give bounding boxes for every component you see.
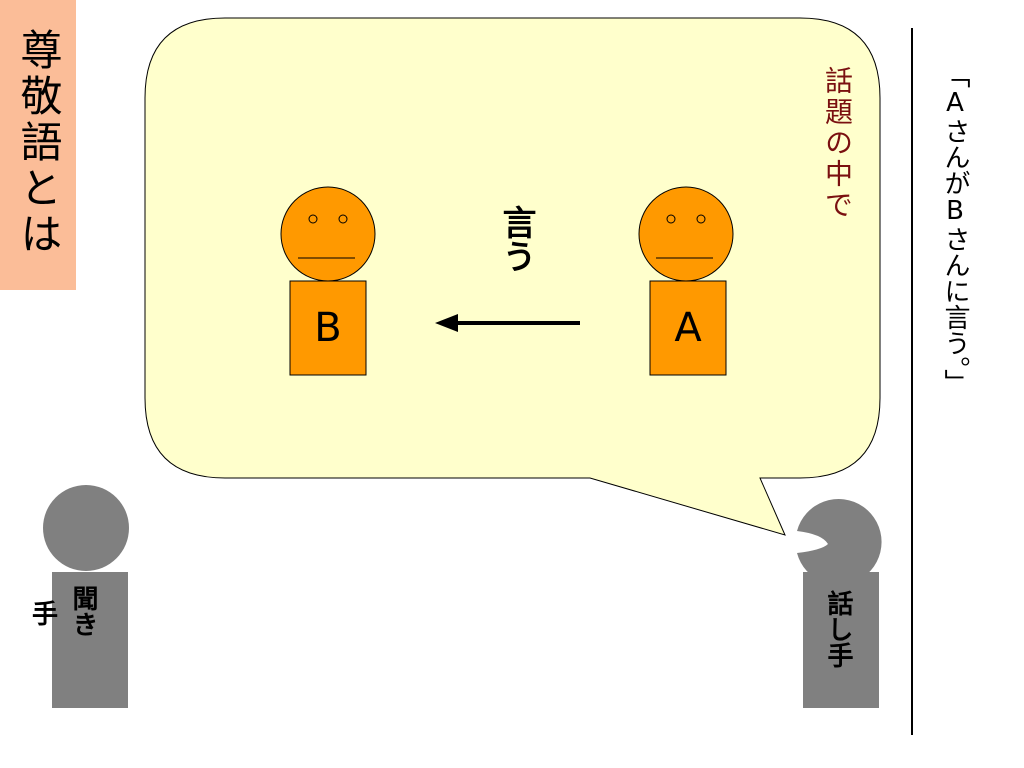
speaker-figure (797, 498, 882, 708)
person-a-head (638, 186, 734, 282)
speaker-label: 話し手 (823, 590, 853, 668)
speaker-head (797, 498, 882, 585)
person-b-figure (280, 186, 376, 376)
person-b-body (289, 280, 367, 376)
speaker-body (803, 572, 879, 708)
topic-label: 話題の中で (821, 66, 854, 221)
listener-body (52, 572, 128, 708)
say-arrow (435, 314, 580, 332)
person-a-left-eye (666, 214, 676, 224)
say-arrow-head (435, 314, 458, 332)
listener-label-suffix: 手 (32, 600, 59, 630)
person-a-right-eye (696, 214, 706, 224)
person-a-label: A (674, 305, 702, 351)
person-a-figure (638, 186, 734, 376)
listener-label-main: 聞き (68, 585, 98, 637)
caption-text: 「AさんがBさんに言う。」 (940, 62, 970, 395)
person-b-head (280, 186, 376, 282)
title-box (0, 0, 76, 290)
person-a-body (649, 280, 727, 376)
person-b-left-eye (308, 214, 318, 224)
listener-head (43, 485, 129, 571)
listener-figure (43, 485, 129, 708)
person-b-right-eye (338, 214, 348, 224)
speech-bubble (144, 17, 881, 536)
verb-label: 言う (496, 205, 536, 273)
person-b-label: B (314, 305, 342, 351)
page-title: 尊敬語とは (14, 28, 63, 258)
